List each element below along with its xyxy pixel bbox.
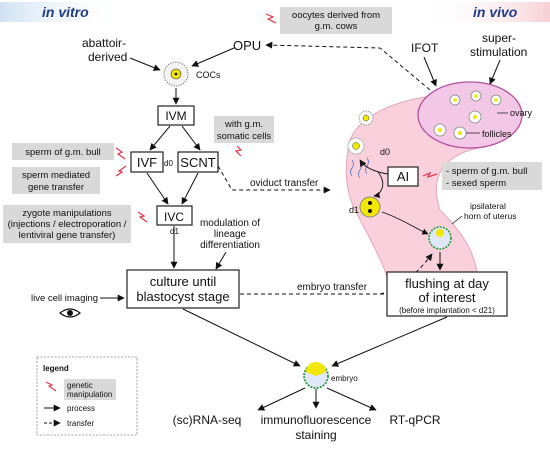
somatic-gm-box <box>214 116 274 143</box>
ivf-box <box>130 151 164 173</box>
culture-box <box>126 269 240 309</box>
ai-sperm-box <box>442 162 542 190</box>
horn-label-1: ipsilateral <box>470 201 506 211</box>
ivc-box <box>156 205 193 226</box>
abattoir-line1: abattoir- <box>82 36 126 50</box>
ivf-label: IVF <box>137 155 157 170</box>
legend: legend genetic manipulation process tran… <box>36 356 138 436</box>
immuno-line2: staining <box>295 428 336 442</box>
lightning-somatic-icon <box>234 145 243 157</box>
d0-left-label: d0 <box>164 159 173 168</box>
somatic-gm-line1: with g.m. <box>224 119 263 130</box>
ai-sperm-line1: - sperm of g.m. bull <box>446 166 527 177</box>
zygote-manipulation-box <box>3 205 131 243</box>
d0-right-label: d0 <box>380 147 390 157</box>
legend-title: legend <box>43 364 69 373</box>
oocytes-gm-box <box>280 7 392 34</box>
in-vitro-header: in vitro <box>42 4 89 20</box>
ivc-label: IVC <box>164 210 184 224</box>
sperm-gm-bull-label: sperm of g.m. bull <box>25 147 101 158</box>
d1-left-label: d1 <box>170 227 179 236</box>
scnt-label: SCNT <box>180 155 215 170</box>
oviduct-transfer-label: oviduct transfer <box>250 178 319 189</box>
sperm-gm-bull-box <box>12 143 114 160</box>
somatic-gm-line2: somatic cells <box>217 131 272 142</box>
legend-lightning-icon <box>45 381 57 392</box>
immuno-line1: immunofluorescence <box>261 413 372 427</box>
modulation-line2: lineage <box>214 229 247 240</box>
lightning-ivc-icon <box>137 211 148 223</box>
scnt-box <box>177 151 219 173</box>
oocytes-gm-line1: oocytes derived from <box>292 10 380 21</box>
flushing-note: (before implantation < d21) <box>399 306 495 315</box>
legend-item-2: manipulation <box>67 390 112 399</box>
sperm-mediated-line1: sperm mediated <box>22 170 90 181</box>
legend-item-4: transfer <box>67 419 94 428</box>
follicles-group <box>433 90 502 140</box>
lightning-ivf-1-icon <box>115 147 126 160</box>
ai-sperm-line2: - sexed sperm <box>446 178 506 189</box>
legend-item-3: process <box>67 404 95 413</box>
ovary-label: ovary <box>510 108 533 118</box>
superstim-label-2: stimulation <box>470 45 527 59</box>
ivm-label: IVM <box>165 109 186 123</box>
flushing-line1: flushing at day <box>405 276 489 291</box>
in-vitro-header-band <box>0 2 130 22</box>
embryo-label: embryo <box>331 374 358 383</box>
uterus-blastocyst-icon <box>428 226 452 250</box>
superstim-label-1: super- <box>482 31 516 45</box>
sperm-mediated-line2: gene transfer <box>28 182 84 193</box>
follicles-label: follicles <box>482 129 512 139</box>
ai-label: AI <box>397 169 409 184</box>
flushing-box <box>386 271 508 317</box>
abattoir-line2: derived <box>88 50 127 64</box>
rtqpcr-label: RT-qPCR <box>389 413 440 427</box>
opu-label: OPU <box>233 38 261 53</box>
eye-icon <box>59 308 81 318</box>
lightning-ai-icon <box>422 171 438 179</box>
oviduct-transfer-arrow <box>217 165 331 194</box>
horn-label-2: horn of uterus <box>464 211 516 221</box>
zygote-line1: zygote manipulations <box>22 208 111 219</box>
modulation-line3: differentiation <box>200 240 260 251</box>
in-vivo-header-band <box>420 2 550 22</box>
culture-line2: blastocyst stage <box>136 289 229 304</box>
oocytes-gm-line2: g.m. cows <box>315 21 358 32</box>
lightning-oocytes-icon <box>265 13 277 24</box>
ivm-box <box>157 105 195 126</box>
ai-box <box>387 166 419 187</box>
zygote-line2: (injections / electroporation / <box>8 219 127 230</box>
in-vivo-header: in vivo <box>473 4 518 20</box>
sperm-mediated-box <box>12 167 100 194</box>
lightning-ivf-2-icon <box>115 165 127 177</box>
flushing-line2: of interest <box>418 290 475 305</box>
d1-right-label: d1 <box>349 205 359 215</box>
two-cell-embryo-icon <box>359 196 381 218</box>
rna-seq-label: (sc)RNA-seq <box>173 413 242 427</box>
legend-item-1: genetic <box>67 381 93 390</box>
live-imaging-label: live cell imaging <box>31 293 98 304</box>
culture-line1: culture until <box>150 274 217 289</box>
modulation-line1: modulation of <box>200 218 260 229</box>
embryo-transfer-label: embryo transfer <box>297 282 368 293</box>
opu-transfer-arrow <box>265 41 431 91</box>
cocs-label: COCs <box>196 70 221 80</box>
legend-gm-swatch <box>64 379 116 400</box>
zygote-line3: lentiviral gene transfer) <box>19 230 116 241</box>
ifot-label: IFOT <box>411 41 439 55</box>
